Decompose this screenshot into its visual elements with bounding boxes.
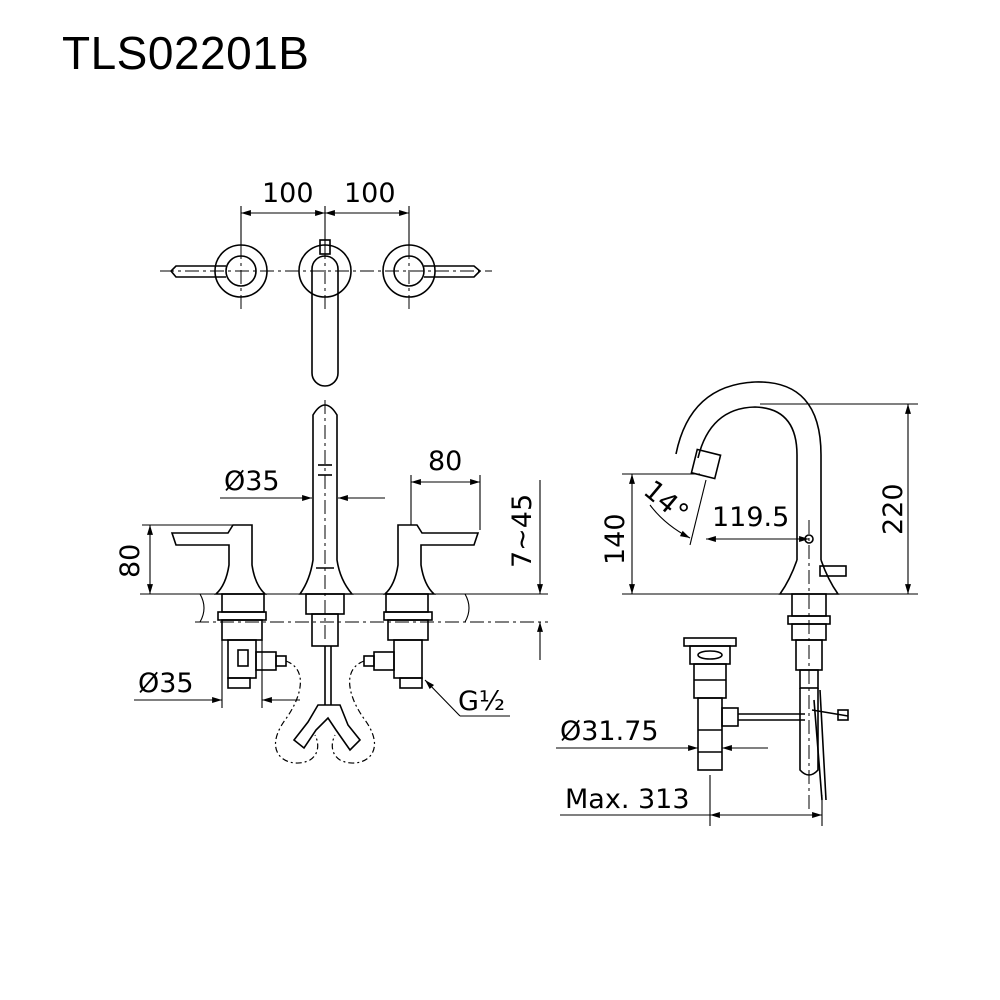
dim-max-depth: Max. 313 (560, 775, 823, 826)
gooseneck-spout (675, 381, 847, 810)
dim-top-spacing: 100 100 (240, 178, 410, 246)
label-reach-80: 80 (428, 446, 462, 477)
dim-valve-diameter: Ø35 (134, 640, 300, 708)
right-hose (331, 660, 376, 764)
dim-drain-diameter: Ø31.75 (556, 716, 768, 751)
label-drain-dia: Ø31.75 (560, 716, 659, 747)
dim-spout-angle: 14° (638, 475, 707, 546)
dim-handle-reach: 80 (410, 446, 481, 530)
dim-handle-height: 80 (115, 524, 250, 594)
popup-drain (683, 637, 805, 771)
label-spout-dia: Ø35 (224, 466, 280, 497)
left-valve-front (170, 524, 287, 689)
right-valve-front (363, 524, 480, 689)
label-max-depth: Max. 313 (565, 784, 690, 815)
label-outlet-height: 140 (600, 513, 631, 565)
label-100-left: 100 (262, 178, 314, 209)
side-view: 220 140 14° 119.5 Ø31.75 (556, 381, 918, 826)
dim-deck-thickness: 7~45 (507, 480, 543, 660)
front-view: Ø35 80 80 7~45 Ø35 (115, 400, 548, 764)
label-valve-dia: Ø35 (138, 668, 194, 699)
side-body-below-deck (787, 593, 849, 801)
label-100-right: 100 (344, 178, 396, 209)
plan-view: 100 100 (160, 178, 492, 387)
dim-outlet-height: 140 (600, 473, 700, 594)
dim-overall-height: 220 (760, 403, 918, 594)
drawing-title: TLS02201B (62, 27, 310, 79)
label-spout-reach: 119.5 (712, 502, 789, 533)
spout-front (292, 400, 362, 752)
label-overall-height: 220 (878, 483, 909, 535)
left-hose (274, 660, 319, 764)
spout-plan (298, 239, 352, 387)
label-height-80: 80 (115, 544, 146, 578)
label-thread: G½ (458, 686, 505, 717)
dim-spout-diameter: Ø35 (220, 466, 385, 501)
label-spout-angle: 14° (638, 475, 695, 530)
thread-callout: G½ (424, 679, 510, 717)
dim-spout-reach: 119.5 (706, 502, 809, 542)
label-deck-thickness: 7~45 (507, 494, 538, 568)
